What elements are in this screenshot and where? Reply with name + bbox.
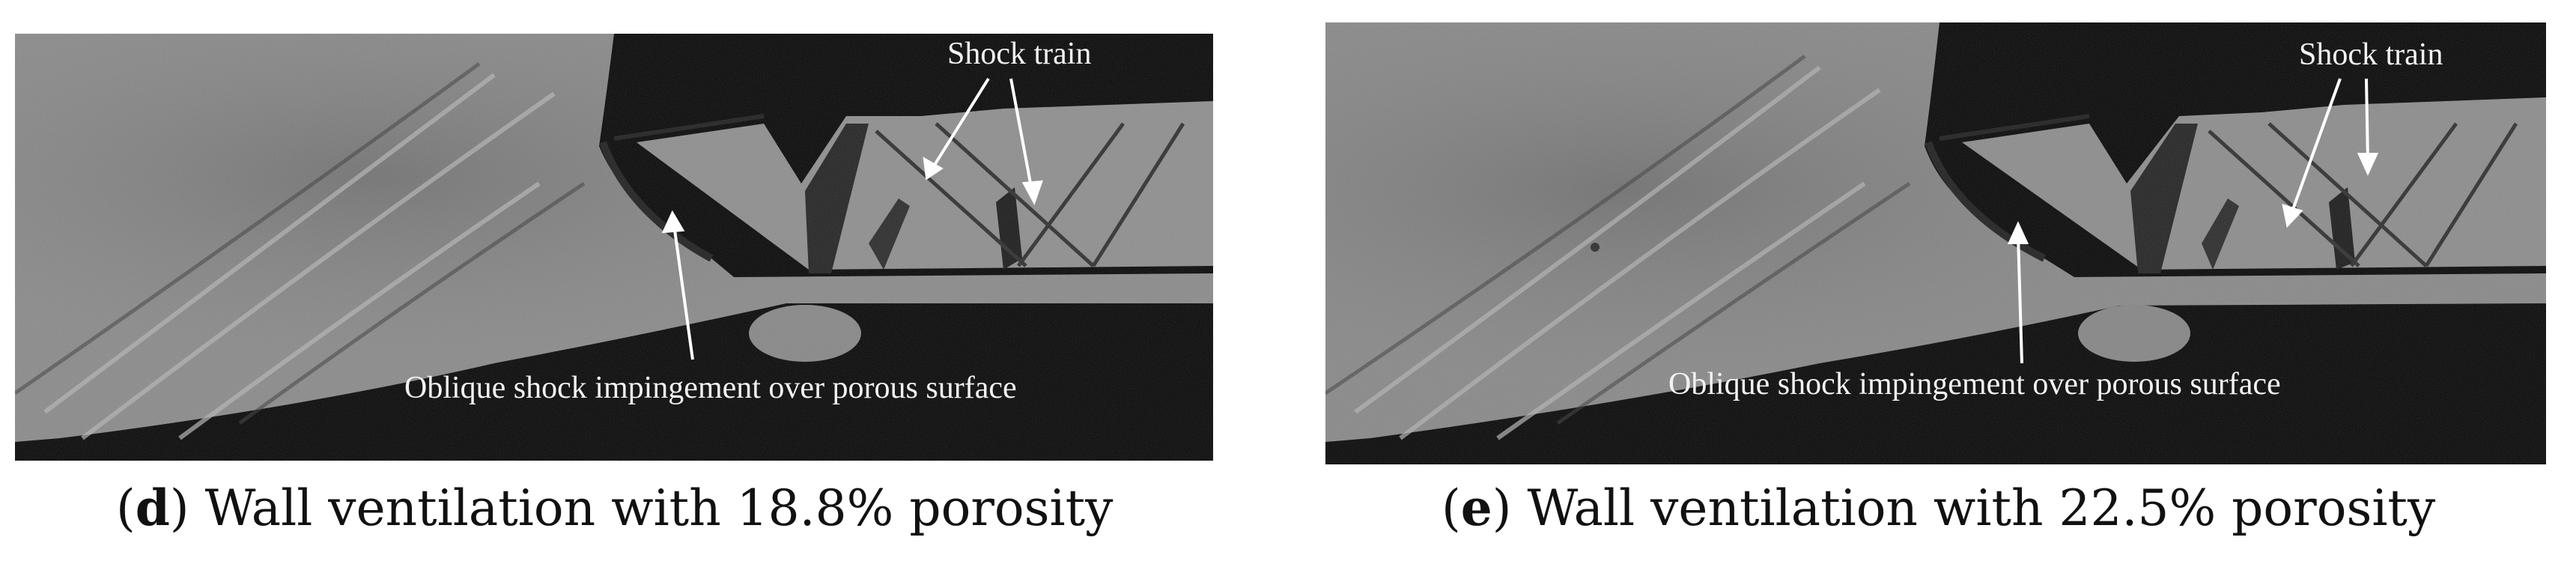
schlieren-panel-e: Shock train Oblique shock impingement ov… (1325, 22, 2546, 464)
caption-d: (d) Wall ventilation with 18.8% porosity (116, 479, 1114, 537)
oblique-shock-label-d: Oblique shock impingement over porous su… (404, 371, 1017, 405)
schlieren-image-e (1325, 22, 2546, 464)
oblique-shock-label-e: Oblique shock impingement over porous su… (1668, 367, 2281, 401)
caption-letter-e: e (1460, 479, 1492, 537)
caption-text-d: Wall ventilation with 18.8% porosity (204, 479, 1114, 537)
shock-train-label-d: Shock train (947, 37, 1092, 71)
caption-letter-d: d (135, 479, 170, 537)
schlieren-image-d (15, 34, 1213, 461)
schlieren-panel-d: Shock train Oblique shock impingement ov… (15, 34, 1213, 461)
caption-text-e: Wall ventilation with 22.5% porosity (1527, 479, 2436, 537)
caption-e: (e) Wall ventilation with 22.5% porosity (1442, 479, 2436, 537)
shock-train-label-e: Shock train (2299, 37, 2443, 72)
